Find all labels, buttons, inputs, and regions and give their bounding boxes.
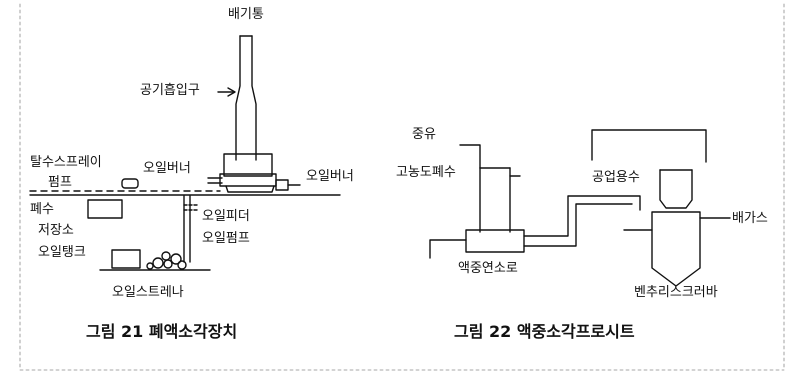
oil-strainer-label: 오일스트레나 — [112, 285, 184, 300]
figure-22-caption: 그림 22 액중소각프로시트 — [454, 322, 635, 341]
air-intake-label: 공기흡입구 — [140, 83, 200, 98]
storage-label: 저장소 — [38, 223, 74, 238]
spray-pump-symbol — [121, 178, 139, 189]
industrial-water-loop — [591, 129, 707, 163]
furnace-to-scrubber-pipe — [523, 195, 641, 247]
figure-21-caption: 그림 21 폐액소각장치 — [86, 322, 238, 341]
industrial-water-label: 공업용수 — [592, 170, 640, 185]
oil-tank-label: 오일탱크 — [38, 245, 86, 260]
furnace-left-pipe — [429, 239, 467, 259]
oil-burner-left-label: 오일버너 — [143, 161, 191, 176]
oil-column — [479, 167, 511, 233]
exhaust-gas-label: 배가스 — [732, 211, 768, 226]
pump-label: 펌프 — [48, 175, 72, 190]
combustion-chamber — [219, 153, 277, 193]
spray-pump-label: 탈수스프레이 — [30, 155, 102, 170]
oil-pump-label: 오일펌프 — [202, 231, 250, 246]
venturi-scrubber-body — [651, 211, 731, 287]
high-conc-waste-label: 고농도폐수 — [396, 165, 456, 180]
air-intake-arrow — [217, 87, 236, 97]
oil-burner-right — [275, 179, 301, 191]
submerged-furnace-label: 액중연소로 — [458, 261, 518, 276]
oil-feed-pipe — [183, 195, 199, 263]
page-frame — [19, 3, 785, 371]
venturi-scrubber-label: 벤추리스크러바 — [634, 285, 718, 300]
oil-feeder-label: 오일피더 — [202, 209, 250, 224]
submerged-furnace — [465, 229, 525, 253]
heavy-oil-label: 중유 — [412, 127, 436, 142]
oil-strainer-gravel — [146, 251, 187, 270]
oil-burner-left — [207, 177, 223, 184]
heavy-oil-line — [459, 144, 481, 169]
water-separator — [659, 169, 693, 209]
exhaust-stack — [235, 35, 257, 161]
oil-burner-right-label: 오일버너 — [306, 169, 354, 184]
waste-water-label: 폐수 — [30, 202, 54, 217]
oil-tank — [111, 249, 141, 269]
stack-label: 배기통 — [228, 7, 264, 22]
waste-water-tank — [87, 199, 123, 219]
